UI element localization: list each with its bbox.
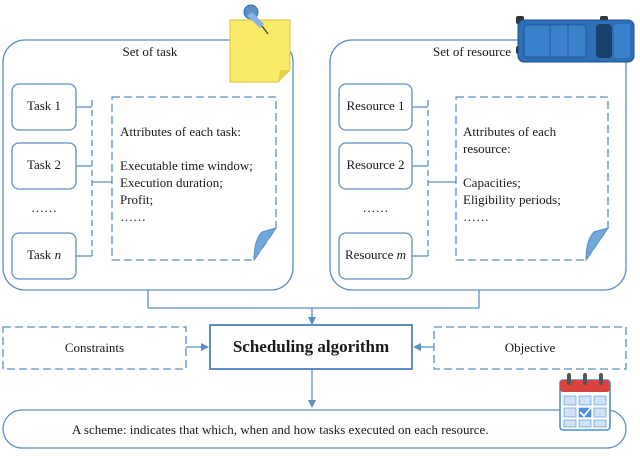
task-attr-time-window: Executable time window; bbox=[120, 158, 253, 173]
constraints-box bbox=[2, 326, 187, 370]
task-label-2: Task 2 bbox=[26, 157, 62, 172]
resource-attr-heading: Attributes of each bbox=[463, 124, 557, 139]
task-attr-ellipsis: …… bbox=[120, 209, 146, 224]
task-set-title: Set of task bbox=[122, 44, 178, 59]
task-attr-heading: Attributes of each task: bbox=[120, 124, 241, 139]
task-attr-blank bbox=[120, 140, 253, 157]
task-attr-duration: Execution duration; bbox=[120, 175, 223, 190]
calendar-icon bbox=[559, 373, 611, 431]
scheme-label: A scheme: indicates that which, when and… bbox=[72, 422, 489, 437]
resource-attr-eligibility: Eligibility periods; bbox=[463, 192, 561, 207]
task-label-1: Task 1 bbox=[26, 98, 62, 113]
scheme-box bbox=[2, 409, 627, 449]
algorithm-label: Scheduling algorithm bbox=[232, 337, 390, 356]
constraints-label: Constraints bbox=[64, 340, 125, 355]
resource-bracket bbox=[412, 100, 456, 258]
task-attr-profit: Profit; bbox=[120, 192, 154, 207]
resource-boxes bbox=[338, 83, 413, 280]
document-corner-icon bbox=[253, 227, 278, 262]
resource-attr-ellipsis: …… bbox=[463, 209, 489, 224]
truck-icon bbox=[516, 16, 635, 63]
resource-label-1: Resource 1 bbox=[346, 98, 405, 113]
algorithm-box bbox=[209, 324, 413, 370]
resource-attr-blank bbox=[463, 157, 561, 174]
task-bracket bbox=[76, 100, 112, 258]
resource-attributes-list: Attributes of each resource: Capacities;… bbox=[463, 123, 561, 225]
task-ellipsis: …… bbox=[31, 200, 57, 215]
resource-attr-heading-2: resource: bbox=[463, 141, 511, 156]
task-label-n: Task n bbox=[26, 247, 62, 262]
resource-set-title: Set of resource bbox=[433, 44, 511, 59]
document-corner-icon bbox=[585, 227, 610, 262]
resource-label-2: Resource 2 bbox=[346, 157, 405, 172]
panel-connectors bbox=[147, 290, 480, 325]
objective-label: Objective bbox=[504, 340, 556, 355]
resource-ellipsis: …… bbox=[362, 200, 389, 215]
resource-label-m: Resource m bbox=[344, 247, 406, 262]
task-attributes-list: Attributes of each task: Executable time… bbox=[120, 123, 253, 225]
objective-box bbox=[433, 326, 627, 370]
pushpin-note-icon bbox=[229, 4, 291, 83]
resource-attr-capacities: Capacities; bbox=[463, 175, 521, 190]
